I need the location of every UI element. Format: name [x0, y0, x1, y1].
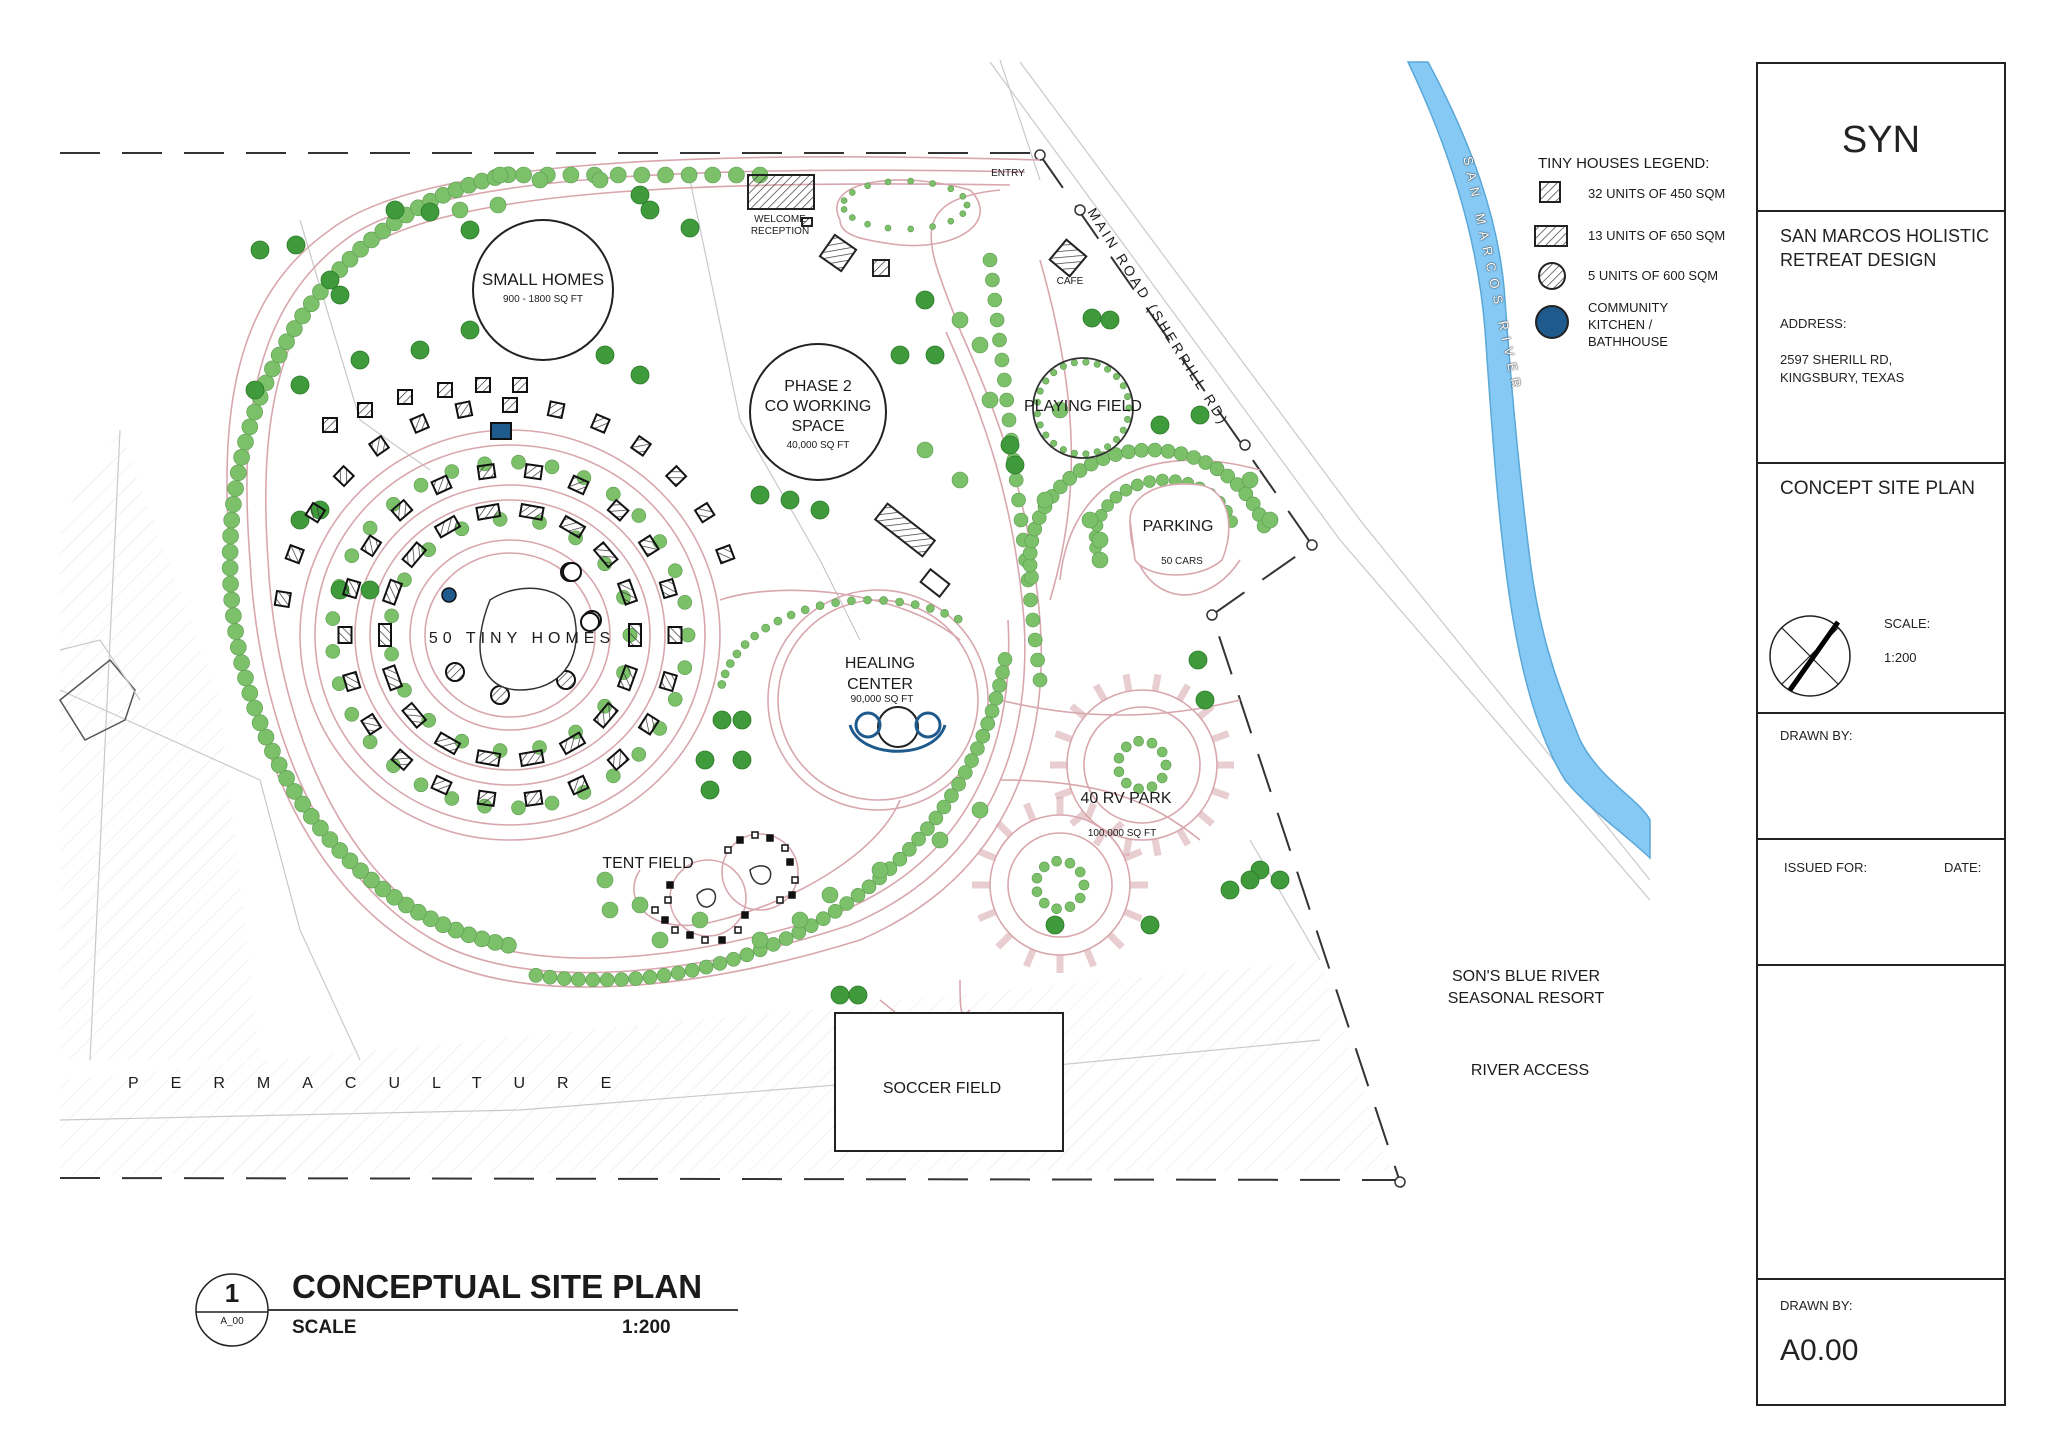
phase2-label-line1: PHASE 2 [784, 378, 852, 395]
title-block-issued-cell: ISSUED FOR: DATE: [1756, 840, 2006, 966]
drawing-title-bubble [195, 1273, 738, 1347]
rv-park-spurs [972, 673, 1234, 973]
drawing-scale-value: 1:200 [622, 1317, 671, 1338]
soccer-field [834, 1012, 1064, 1152]
drawing-number: 1 [224, 1278, 240, 1308]
playing-field-label: PLAYING FIELD [1024, 398, 1142, 415]
small-homes-area: 900 - 1800 SQ FT [502, 294, 584, 305]
north-arrow-icon [1769, 615, 1851, 697]
river-access-label: RIVER ACCESS [1470, 1062, 1590, 1079]
tent-field [669, 833, 799, 937]
feature-outlines [472, 219, 1134, 1152]
tiny-home-units [273, 377, 736, 808]
drawn-by-label: DRAWN BY: [1780, 728, 1853, 743]
rv-park-label: 40 RV PARK [1080, 790, 1172, 807]
title-block-drawn-cell: DRAWN BY: [1756, 714, 2006, 840]
welcome-building [747, 174, 815, 210]
drawing-sheet-ref: A_00 [220, 1316, 244, 1327]
legend-item-3: 5 UNITS OF 600 SQM [1588, 268, 1719, 283]
title-block-project-cell: SAN MARCOS HOLISTIC RETREAT DESIGN ADDRE… [1756, 212, 2006, 464]
tiny-homes-label: 50 TINY HOMES [428, 630, 616, 647]
project-name-line1: SAN MARCOS HOLISTIC [1780, 226, 1990, 246]
scale-value: 1:200 [1884, 650, 1917, 665]
soccer-field-label: SOCCER FIELD [882, 1080, 1002, 1097]
legend-item-2: 13 UNITS OF 650 SQM [1588, 228, 1726, 243]
address-line2: KINGSBURY, TEXAS [1780, 370, 1905, 385]
legend-community-icon [1535, 305, 1569, 339]
river-shape [1406, 61, 1651, 860]
legend-rectangle-icon [1534, 225, 1568, 247]
issued-for-label: ISSUED FOR: [1784, 860, 1868, 875]
cafe-label: CAFE [1056, 276, 1084, 287]
title-block-blank-cell [1756, 966, 2006, 1280]
drawing-scale-label: SCALE [292, 1317, 357, 1338]
legend-item-4-line3: BATHHOUSE [1588, 334, 1668, 349]
legend-symbols [1534, 181, 1569, 339]
central-pond [479, 587, 577, 691]
sheet-number: A0.00 [1780, 1334, 1859, 1367]
healing-center-label-line1: HEALING [844, 655, 916, 672]
healing-center-area: 90,000 SQ FT [850, 694, 914, 705]
site-boundary [59, 149, 1406, 1188]
legend-item-4-line1: COMMUNITY [1588, 300, 1669, 315]
scale-label: SCALE: [1884, 616, 1931, 631]
phase2-label-line2: CO WORKING [764, 398, 872, 415]
entry-label: ENTRY [991, 168, 1025, 179]
drawn-by-label-2: DRAWN BY: [1780, 1298, 1853, 1313]
address-label: ADDRESS: [1780, 316, 1847, 331]
playing-field-zone [1032, 357, 1134, 459]
entrance-buildings [747, 174, 1088, 599]
address-line1: 2597 SHERILL RD, [1780, 352, 1893, 367]
parking-label: PARKING [1142, 518, 1214, 535]
small-homes-label: SMALL HOMES [481, 270, 605, 289]
path-network [226, 155, 1261, 1091]
legend-square-icon [1539, 181, 1561, 203]
parking-area [1129, 483, 1230, 576]
survey-lines [59, 59, 1651, 1121]
company-name: SYN [1841, 119, 1921, 161]
sheet-title: CONCEPT SITE PLAN [1780, 478, 1975, 499]
phase2-label-line3: SPACE [791, 418, 845, 435]
legend-item-1: 32 UNITS OF 450 SQM [1588, 186, 1726, 201]
parking-cars: 50 CARS [1161, 556, 1203, 567]
drawing-title: CONCEPTUAL SITE PLAN [292, 1268, 703, 1305]
permaculture-label: PERMACULTURE [128, 1075, 644, 1092]
rv-park-area: 100,000 SQ FT [1087, 828, 1157, 839]
date-label: DATE: [1944, 860, 1982, 875]
legend-circle-icon [1538, 262, 1566, 290]
project-name-line2: RETREAT DESIGN [1780, 250, 1937, 270]
healing-center-label-line2: CENTER [847, 676, 913, 693]
phase2-area: 40,000 SQ FT [786, 440, 850, 451]
tent-field-label: TENT FIELD [602, 855, 694, 872]
resort-label-line1: SON'S BLUE RIVER [1452, 968, 1600, 985]
resort-label-line2: SEASONAL RESORT [1447, 990, 1605, 1007]
tree-canopy [221, 166, 1290, 1005]
small-homes-zone [472, 219, 614, 361]
cafe-building [1048, 238, 1088, 278]
welcome-label: WELCOME [754, 214, 806, 225]
healing-center-rings [848, 706, 947, 753]
title-block-number-cell: DRAWN BY: A0.00 [1756, 1280, 2006, 1406]
phase2-zone [749, 343, 887, 481]
title-block-company-cell: SYN [1756, 62, 2006, 212]
tent-sites [651, 831, 799, 944]
title-block-sheet-cell: CONCEPT SITE PLAN SCALE: 1:200 [1756, 464, 2006, 714]
reception-label: RECEPTION [750, 226, 810, 237]
legend-title: TINY HOUSES LEGEND: [1538, 155, 1710, 172]
legend-item-4-line2: KITCHEN / [1588, 317, 1653, 332]
rv-park-loops [989, 689, 1218, 956]
